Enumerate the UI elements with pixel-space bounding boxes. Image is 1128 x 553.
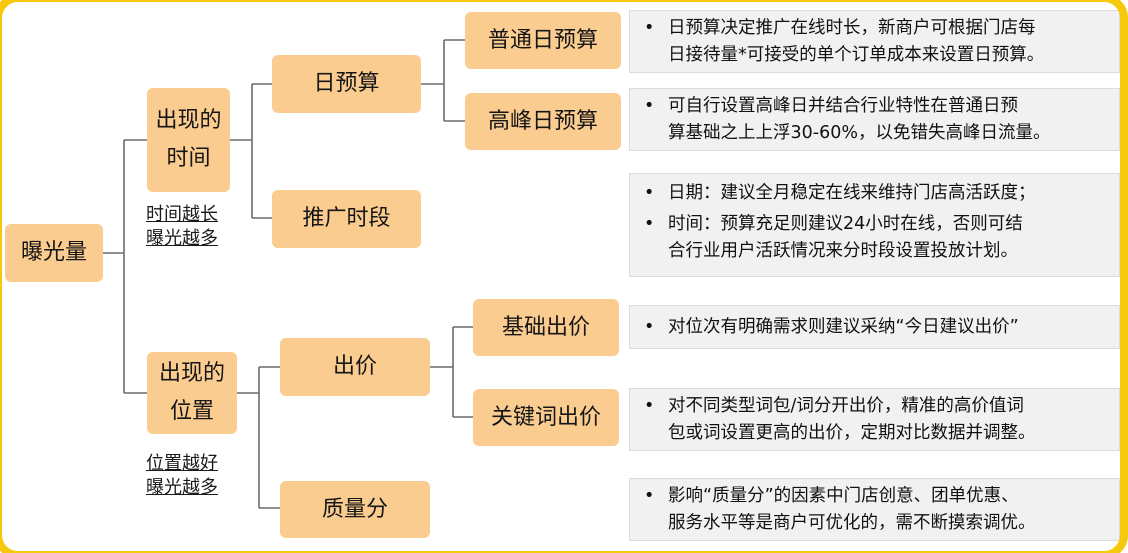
keyword-bid-label: 关键词出价 [490,404,601,430]
normal-budget-desc-line2: 日接待量*可接受的单个订单成本来设置日预算。 [668,45,1045,65]
keyword-bid-node: 关键词出价 [473,389,619,446]
keyword-bid-desc-line2: 包或词设置更高的出价，定期对比数据并调整。 [668,423,1036,443]
base-bid-desc-line: 对位次有明确需求则建议采纳“今日建议出价” [644,314,1109,341]
period-desc-date: 日期：建议全月稳定在线来维持门店高活跃度； [644,180,1109,207]
root-label: 曝光量 [20,240,87,265]
quality-node: 质量分 [280,481,430,538]
normal-budget-desc-line1: 日预算决定推广在线时长，新商户可根据门店每 [644,15,1109,42]
quality-desc-line1: 影响“质量分”的因素中门店创意、团单优惠、 [644,483,1109,510]
quality-desc-line2: 服务水平等是商户可优化的，需不断摸索调优。 [668,513,1036,533]
position-branch-note: 位置越好 曝光越多 [146,452,218,500]
period-desc: 日期：建议全月稳定在线来维持门店高活跃度； 时间：预算充足则建议24小时在线，否… [629,173,1120,277]
daily-budget-label: 日预算 [313,71,380,96]
normal-budget-node: 普通日预算 [465,12,621,69]
peak-budget-desc-line1: 可自行设置高峰日并结合行业特性在普通日预 [644,93,1109,120]
base-bid-node: 基础出价 [473,299,619,356]
keyword-bid-desc-line1: 对不同类型词包/词分开出价，精准的高价值词 [644,393,1109,420]
connector-time [230,83,272,219]
time-branch-note-line1: 时间越长 [146,204,218,225]
position-branch-label-line1: 出现的 [158,361,225,386]
peak-budget-desc-line2: 算基础之上上浮30-60%，以免错失高峰日流量。 [668,123,1051,143]
connector-daily-budget [421,39,465,122]
time-branch-label-line2: 时间 [166,146,211,171]
normal-budget-label: 普通日预算 [487,27,598,53]
position-branch-node: 出现的 位置 [147,352,237,434]
bid-node: 出价 [280,338,430,396]
peak-budget-label: 高峰日预算 [487,108,598,134]
connector-position [237,366,280,509]
base-bid-label: 基础出价 [501,314,590,340]
period-desc-time-line2: 合行业用户活跃情况来分时段设置投放计划。 [668,241,1018,261]
quality-label: 质量分 [321,496,388,522]
connector-root [103,139,147,394]
position-branch-label-line2: 位置 [169,399,214,424]
daily-budget-node: 日预算 [272,55,421,113]
time-branch-note: 时间越长 曝光越多 [146,203,218,251]
time-branch-node: 出现的 时间 [147,88,230,192]
keyword-bid-desc: 对不同类型词包/词分开出价，精准的高价值词 包或词设置更高的出价，定期对比数据并… [629,388,1120,451]
base-bid-desc: 对位次有明确需求则建议采纳“今日建议出价” [629,305,1120,349]
period-node: 推广时段 [272,190,421,248]
root-node: 曝光量 [5,224,103,282]
period-label: 推广时段 [302,206,391,231]
peak-budget-desc: 可自行设置高峰日并结合行业特性在普通日预 算基础之上上浮30-60%，以免错失高… [629,88,1120,151]
bid-label: 出价 [332,354,377,379]
position-branch-note-line2: 曝光越多 [146,477,218,498]
position-branch-note-line1: 位置越好 [146,453,218,474]
period-desc-time-line1: 时间：预算充足则建议24小时在线，否则可结 [644,211,1109,238]
time-branch-label-line1: 出现的 [155,108,222,133]
peak-budget-node: 高峰日预算 [465,93,621,150]
time-branch-note-line2: 曝光越多 [146,228,218,249]
quality-desc: 影响“质量分”的因素中门店创意、团单优惠、 服务水平等是商户可优化的，需不断摸索… [629,478,1120,541]
connector-bid [430,326,473,418]
normal-budget-desc: 日预算决定推广在线时长，新商户可根据门店每 日接待量*可接受的单个订单成本来设置… [629,10,1120,73]
